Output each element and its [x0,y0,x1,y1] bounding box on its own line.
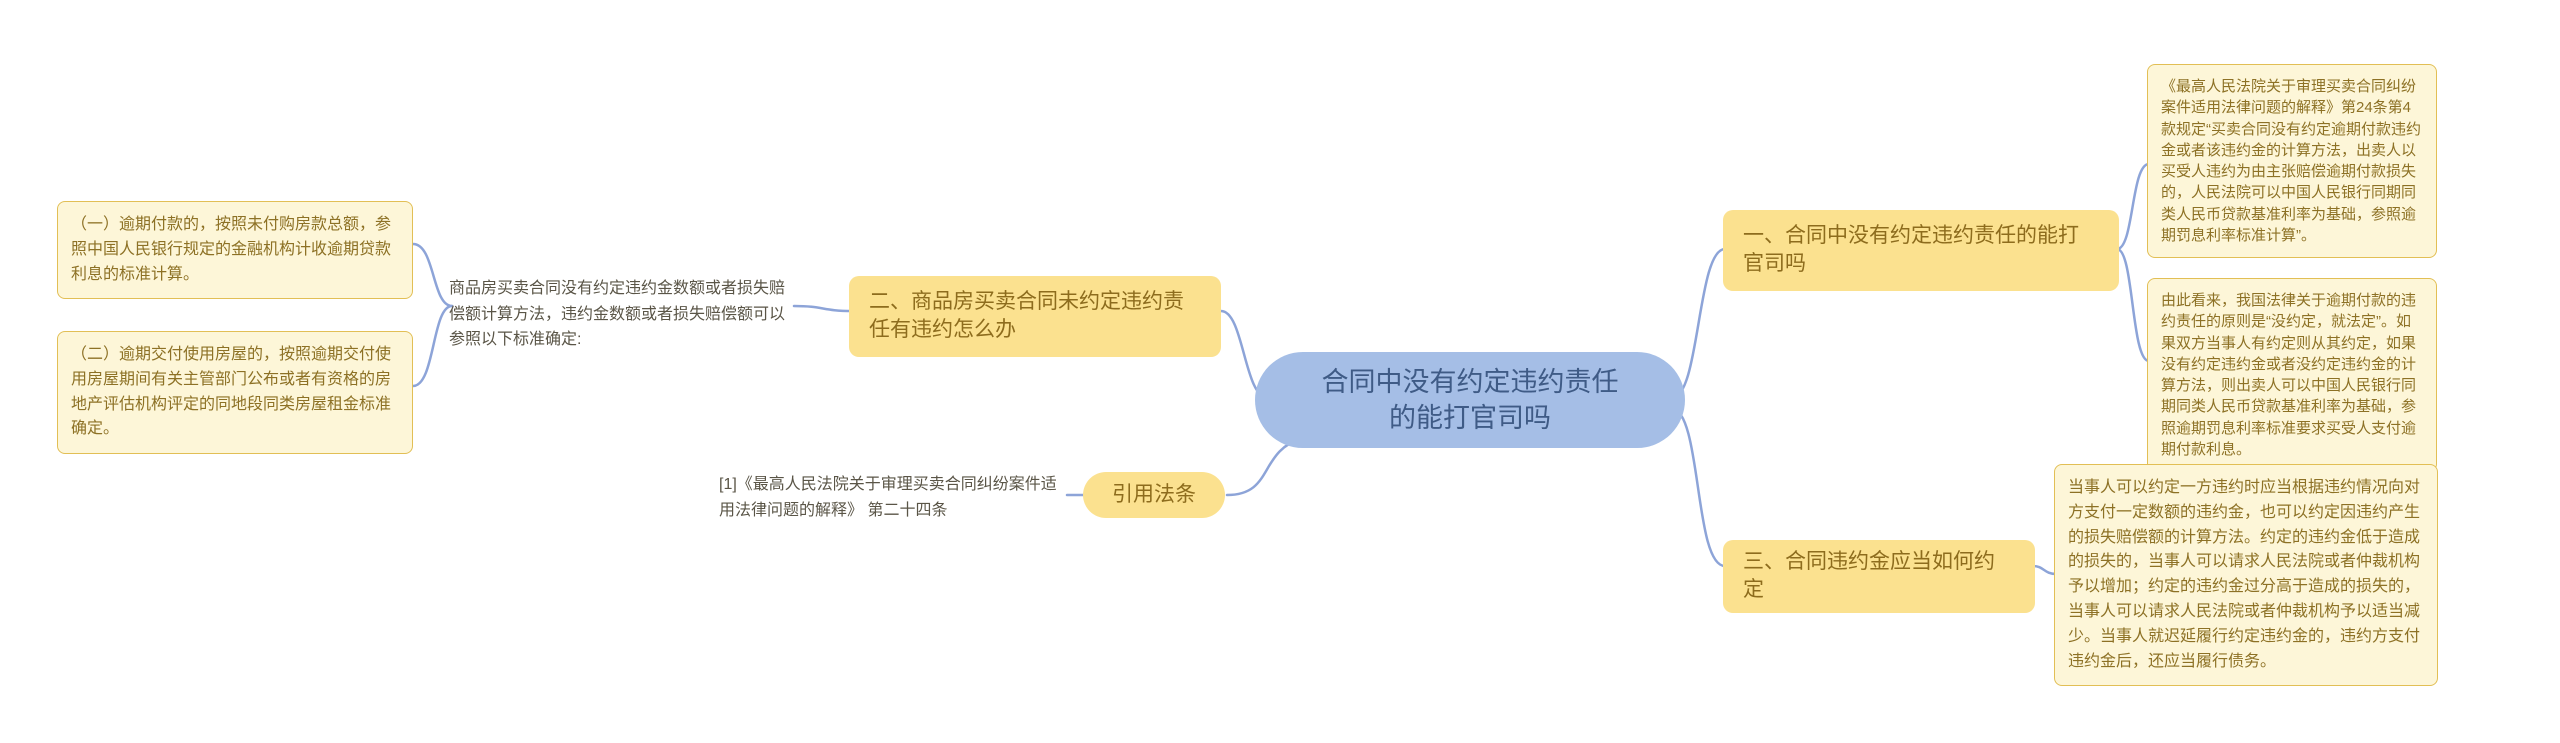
branch-node-label: 二、商品房买卖合同未约定违约责任有违约怎么办 [869,290,1184,342]
leaf-box-text: （二）逾期交付使用房屋的，按照逾期交付使用房屋期间有关主管部门公布或者有资格的房… [71,346,392,438]
connector-branch4-to-detail [2031,564,2058,576]
leaf-text: 商品房买卖合同没有约定违约金数额或者损失赔偿额计算方法，违约金数额或者损失赔偿额… [449,280,786,349]
root-node-label: 合同中没有约定违约责任的能打官司吗 [1321,366,1619,433]
connector-intro-to-item2 [411,304,454,388]
leaf-text-intro[interactable]: 商品房买卖合同没有约定违约金数额或者损失赔偿额计算方法，违约金数额或者损失赔偿额… [449,276,794,353]
leaf-box-text: 当事人可以约定一方违约时应当根据违约情况向对方支付一定数额的违约金，也可以约定因… [2068,479,2421,670]
leaf-box-conclusion[interactable]: 由此看来，我国法律关于逾期付款的违约责任的原则是“没约定，就法定”。如果双方当事… [2147,278,2437,473]
leaf-text: [1]《最高人民法院关于审理买卖合同纠纷案件适用法律问题的解释》 第二十四条 [719,476,1057,519]
branch-node-label: 三、合同违约金应当如何约定 [1743,550,1995,602]
connector-root-to-branch1 [1670,247,1727,400]
leaf-box-judicial-interpretation[interactable]: 《最高人民法院关于审理买卖合同纠纷案件适用法律问题的解释》第24条第4款规定“买… [2147,64,2437,259]
leaf-box-text: 《最高人民法院关于审理买卖合同纠纷案件适用法律问题的解释》第24条第4款规定“买… [2161,78,2421,245]
connector-branch1-to-conclusion [2115,247,2151,363]
connector-branch2-to-intro [792,304,854,313]
leaf-box-overdue-payment[interactable]: （一）逾期付款的，按照未付购房款总额，参照中国人民银行规定的金融机构计收逾期贷款… [57,201,413,300]
branch-node-housing-contract[interactable]: 二、商品房买卖合同未约定违约责任有违约怎么办 [849,276,1221,357]
leaf-box-text: 由此看来，我国法律关于逾期付款的违约责任的原则是“没约定，就法定”。如果双方当事… [2161,292,2417,459]
leaf-text-citation[interactable]: [1]《最高人民法院关于审理买卖合同纠纷案件适用法律问题的解释》 第二十四条 [719,472,1067,523]
branch-node-penalty-agreement[interactable]: 三、合同违约金应当如何约定 [1723,540,2035,613]
branch-node-cited-statute[interactable]: 引用法条 [1083,472,1225,518]
branch-node-lawsuit-question[interactable]: 一、合同中没有约定违约责任的能打官司吗 [1723,210,2119,291]
leaf-box-overdue-delivery[interactable]: （二）逾期交付使用房屋的，按照逾期交付使用房屋期间有关主管部门公布或者有资格的房… [57,331,413,455]
leaf-box-penalty-rules[interactable]: 当事人可以约定一方违约时应当根据违约情况向对方支付一定数额的违约金，也可以约定因… [2054,464,2438,687]
leaf-box-text: （一）逾期付款的，按照未付购房款总额，参照中国人民银行规定的金融机构计收逾期贷款… [71,216,392,283]
branch-node-label: 引用法条 [1112,482,1196,506]
connector-intro-to-item1 [411,242,454,308]
connector-branch1-to-law [2115,162,2151,251]
root-node[interactable]: 合同中没有约定违约责任的能打官司吗 [1255,352,1685,448]
branch-node-label: 一、合同中没有约定违约责任的能打官司吗 [1743,224,2079,276]
connector-root-to-branch4 [1670,406,1727,568]
